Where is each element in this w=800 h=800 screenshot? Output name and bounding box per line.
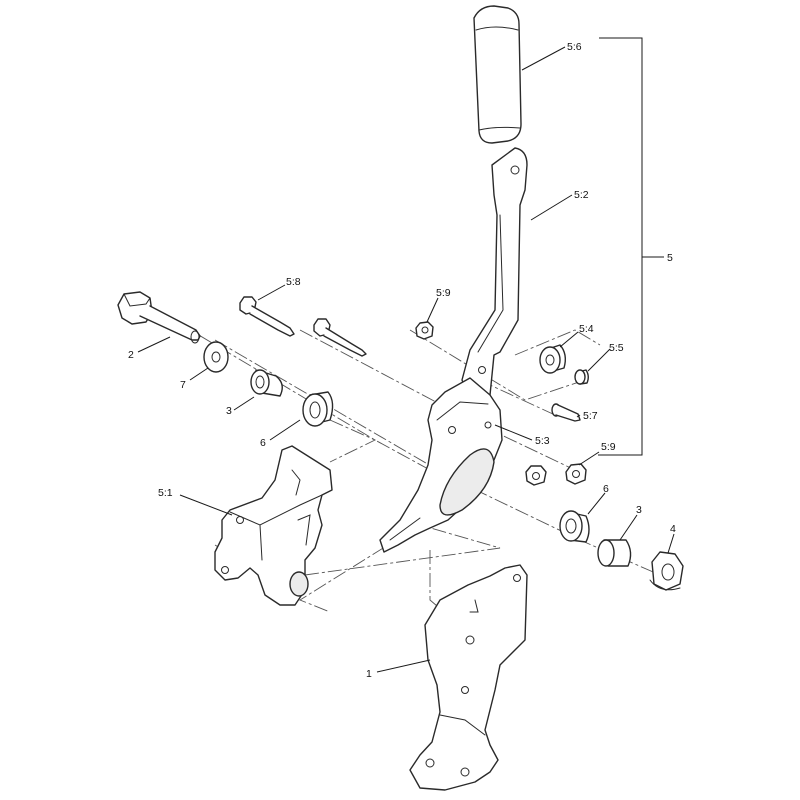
- callout-5-9-bottom: 5:9: [601, 441, 616, 453]
- large-hex-bolt: [117, 291, 201, 344]
- callout-5: 5: [667, 252, 673, 264]
- callout-6-right: 6: [603, 483, 609, 495]
- callout-3-left: 3: [226, 405, 232, 417]
- lock-nut-mid: [525, 465, 547, 486]
- callout-6-left: 6: [260, 437, 266, 449]
- spacer-left: [250, 369, 283, 397]
- small-bushing-5-5: [574, 369, 589, 385]
- bushing-5-4: [539, 344, 567, 374]
- spacer-right: [597, 539, 632, 567]
- handle-grip: [473, 5, 522, 144]
- callout-5-1: 5:1: [158, 487, 173, 499]
- callout-5-8: 5:8: [286, 276, 301, 288]
- callout-labels: 5:6 5:2 5 5:8 5:9 2 5:4 5:5 7 3 5:7 6 5:…: [128, 41, 676, 680]
- latch-bracket: [214, 445, 333, 606]
- lock-nut-bottom: [565, 463, 587, 485]
- washer-7: [203, 341, 229, 373]
- flange-nut: [649, 551, 684, 591]
- callout-5-9-top: 5:9: [436, 287, 451, 299]
- callout-4: 4: [670, 523, 676, 535]
- callout-1: 1: [366, 668, 372, 680]
- pedal-bracket-plate: [379, 377, 503, 553]
- mounting-bracket: [409, 564, 528, 791]
- shoulder-bolt-2: [313, 318, 367, 357]
- lock-nut-top: [415, 321, 434, 340]
- callout-3-right: 3: [636, 504, 642, 516]
- flange-bushing-right: [559, 510, 590, 543]
- lever-arm: [461, 147, 528, 401]
- callout-5-4: 5:4: [579, 323, 594, 335]
- callout-5-6: 5:6: [567, 41, 582, 53]
- callout-5-2: 5:2: [574, 189, 589, 201]
- pin-5-7: [551, 403, 581, 422]
- callout-5-7: 5:7: [583, 410, 598, 422]
- leader-lines: [137, 37, 675, 673]
- shoulder-bolt-1: [239, 296, 295, 337]
- flange-bushing-left: [302, 391, 334, 427]
- callout-2: 2: [128, 349, 134, 361]
- callout-7: 7: [180, 379, 186, 391]
- callout-5-5: 5:5: [609, 342, 624, 354]
- callout-5-3: 5:3: [535, 435, 550, 447]
